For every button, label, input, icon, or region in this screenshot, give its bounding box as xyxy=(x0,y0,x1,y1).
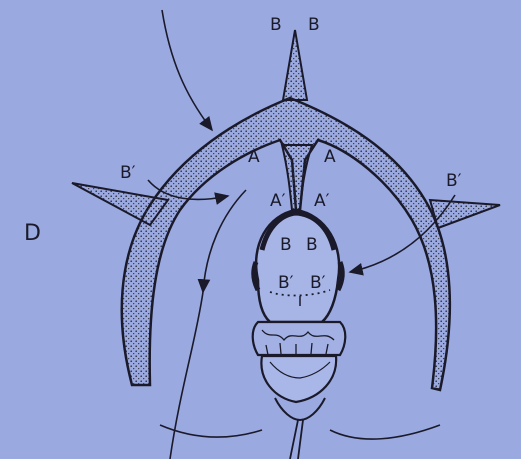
label-inner-b-prime-right: B′ xyxy=(310,273,326,293)
left-spike xyxy=(72,183,168,225)
label-a-left: A xyxy=(248,147,260,167)
label-inner-b-left: B xyxy=(280,235,292,255)
label-b-prime-right: B′ xyxy=(446,171,462,191)
label-a-prime-left: A′ xyxy=(270,191,286,211)
label-top-b-left: B xyxy=(270,15,282,35)
label-inner-b-right: B xyxy=(306,235,318,255)
label-top-b-right: B xyxy=(308,15,320,35)
lower-sac xyxy=(261,356,336,402)
top-spike xyxy=(283,30,307,100)
inner-bulb xyxy=(256,210,339,322)
descending-arrow xyxy=(203,190,246,292)
bottom-right-flare xyxy=(330,425,440,439)
central-stem xyxy=(282,145,312,210)
outer-arrow xyxy=(162,10,212,130)
right-spike xyxy=(430,200,500,228)
tail-lines xyxy=(290,420,303,459)
label-b-prime-upper-left: B′ xyxy=(120,163,136,183)
label-inner-b-prime-left: B′ xyxy=(278,273,294,293)
panel-letter: D xyxy=(24,221,41,246)
label-a-right: A xyxy=(324,147,336,167)
label-a-prime-right: A′ xyxy=(314,191,330,211)
